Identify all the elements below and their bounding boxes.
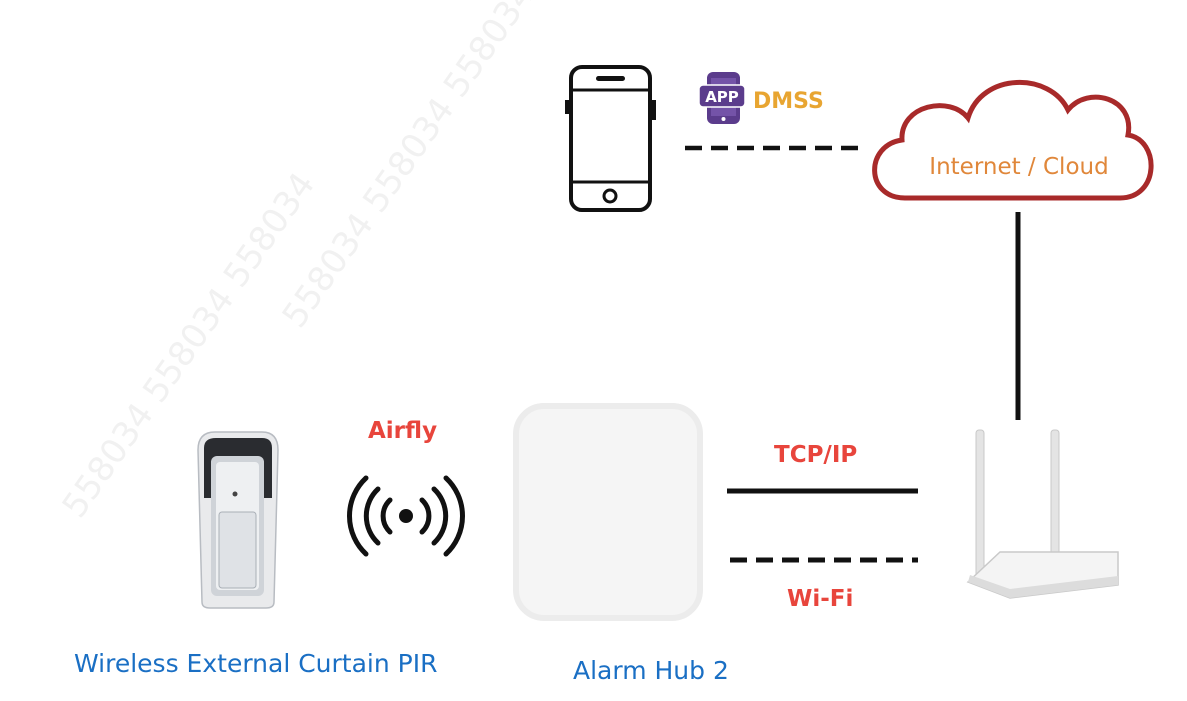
svg-text:558034 558034 558034: 558034 558034 558034 bbox=[55, 166, 324, 526]
tcpip-label: TCP/IP bbox=[774, 442, 858, 468]
app-icon bbox=[698, 72, 746, 124]
watermark: 558034 558034 558034 558034 558034 55803… bbox=[55, 0, 544, 525]
router-icon bbox=[966, 429, 1119, 599]
alarm-hub-icon bbox=[513, 403, 703, 621]
airfly-label: Airfly bbox=[368, 418, 438, 444]
pir-sensor-icon bbox=[197, 431, 279, 609]
cloud-label: Internet / Cloud bbox=[929, 154, 1108, 180]
wifi-label: Wi-Fi bbox=[787, 586, 854, 612]
app-badge-text: APP bbox=[705, 88, 739, 106]
wireless-signal-icon bbox=[347, 475, 465, 557]
smartphone-icon bbox=[565, 65, 656, 212]
svg-text:558034 558034 558034: 558034 558034 558034 bbox=[275, 0, 544, 335]
hub-label: Alarm Hub 2 bbox=[573, 656, 729, 685]
cloud-shape bbox=[872, 79, 1154, 201]
app-name-label: DMSS bbox=[753, 89, 824, 114]
pir-label: Wireless External Curtain PIR bbox=[74, 649, 438, 678]
